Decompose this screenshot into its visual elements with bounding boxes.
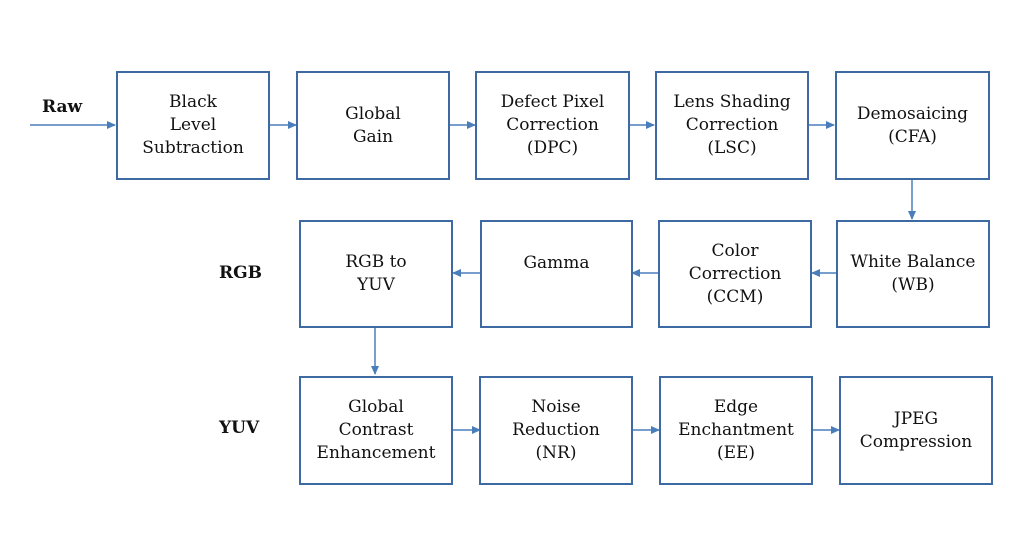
- node-jpeg-compression: JPEG Compression: [839, 376, 993, 485]
- node-lens-shading-correction: Lens Shading Correction (LSC): [655, 71, 809, 180]
- node-line: RGB to: [345, 252, 407, 272]
- node-line: Black: [169, 92, 217, 112]
- node-line: Reduction: [512, 420, 600, 440]
- node-line: Correction: [506, 115, 599, 135]
- node-global-contrast-enhancement: Global Contrast Enhancement: [299, 376, 453, 485]
- node-line: Subtraction: [142, 138, 244, 158]
- node-line: Contrast: [338, 420, 414, 440]
- node-noise-reduction: Noise Reduction (NR): [479, 376, 633, 485]
- row-label-rgb: RGB: [219, 263, 263, 283]
- node-line: Gamma: [523, 253, 590, 273]
- node-line: Correction: [688, 263, 782, 284]
- node-line: Global: [348, 397, 404, 417]
- node-line: (CCM): [706, 286, 764, 307]
- row-label-raw: Raw: [42, 97, 83, 117]
- node-line: Compression: [859, 431, 973, 452]
- node-line: Global: [345, 103, 401, 124]
- node-line: (NR): [535, 443, 577, 463]
- node-demosaicing: Demosaicing (CFA): [835, 71, 990, 180]
- node-global-gain: Global Gain: [296, 71, 450, 180]
- row-label-yuv: YUV: [219, 418, 260, 438]
- node-line: Level: [169, 115, 217, 135]
- node-line: (EE): [716, 443, 756, 463]
- node-black-level-subtraction: Black Level Subtraction: [116, 71, 270, 180]
- node-line: Demosaicing: [856, 103, 969, 124]
- node-line: Defect Pixel: [500, 92, 605, 112]
- node-line: Edge: [713, 397, 759, 417]
- node-gamma: Gamma: [480, 220, 633, 328]
- node-line: Gain: [352, 126, 394, 147]
- node-line: Lens Shading: [673, 92, 791, 112]
- node-edge-enchantment: Edge Enchantment (EE): [659, 376, 813, 485]
- node-line: (LSC): [707, 138, 757, 158]
- node-line: JPEG: [893, 408, 939, 429]
- node-line: White Balance: [850, 252, 976, 272]
- node-line: (WB): [891, 275, 935, 295]
- node-line: Enhancement: [316, 443, 436, 463]
- node-defect-pixel-correction: Defect Pixel Correction (DPC): [475, 71, 630, 180]
- node-line: Enchantment: [678, 420, 794, 440]
- node-color-correction: Color Correction (CCM): [658, 220, 812, 328]
- node-rgb-to-yuv: RGB to YUV: [299, 220, 453, 328]
- node-line: Noise: [531, 397, 581, 417]
- node-line: (DPC): [526, 138, 579, 158]
- node-line: Correction: [685, 115, 779, 135]
- node-line: (CFA): [888, 126, 937, 147]
- node-white-balance: White Balance (WB): [836, 220, 990, 328]
- node-line: YUV: [357, 275, 395, 295]
- node-line: Color: [711, 240, 759, 261]
